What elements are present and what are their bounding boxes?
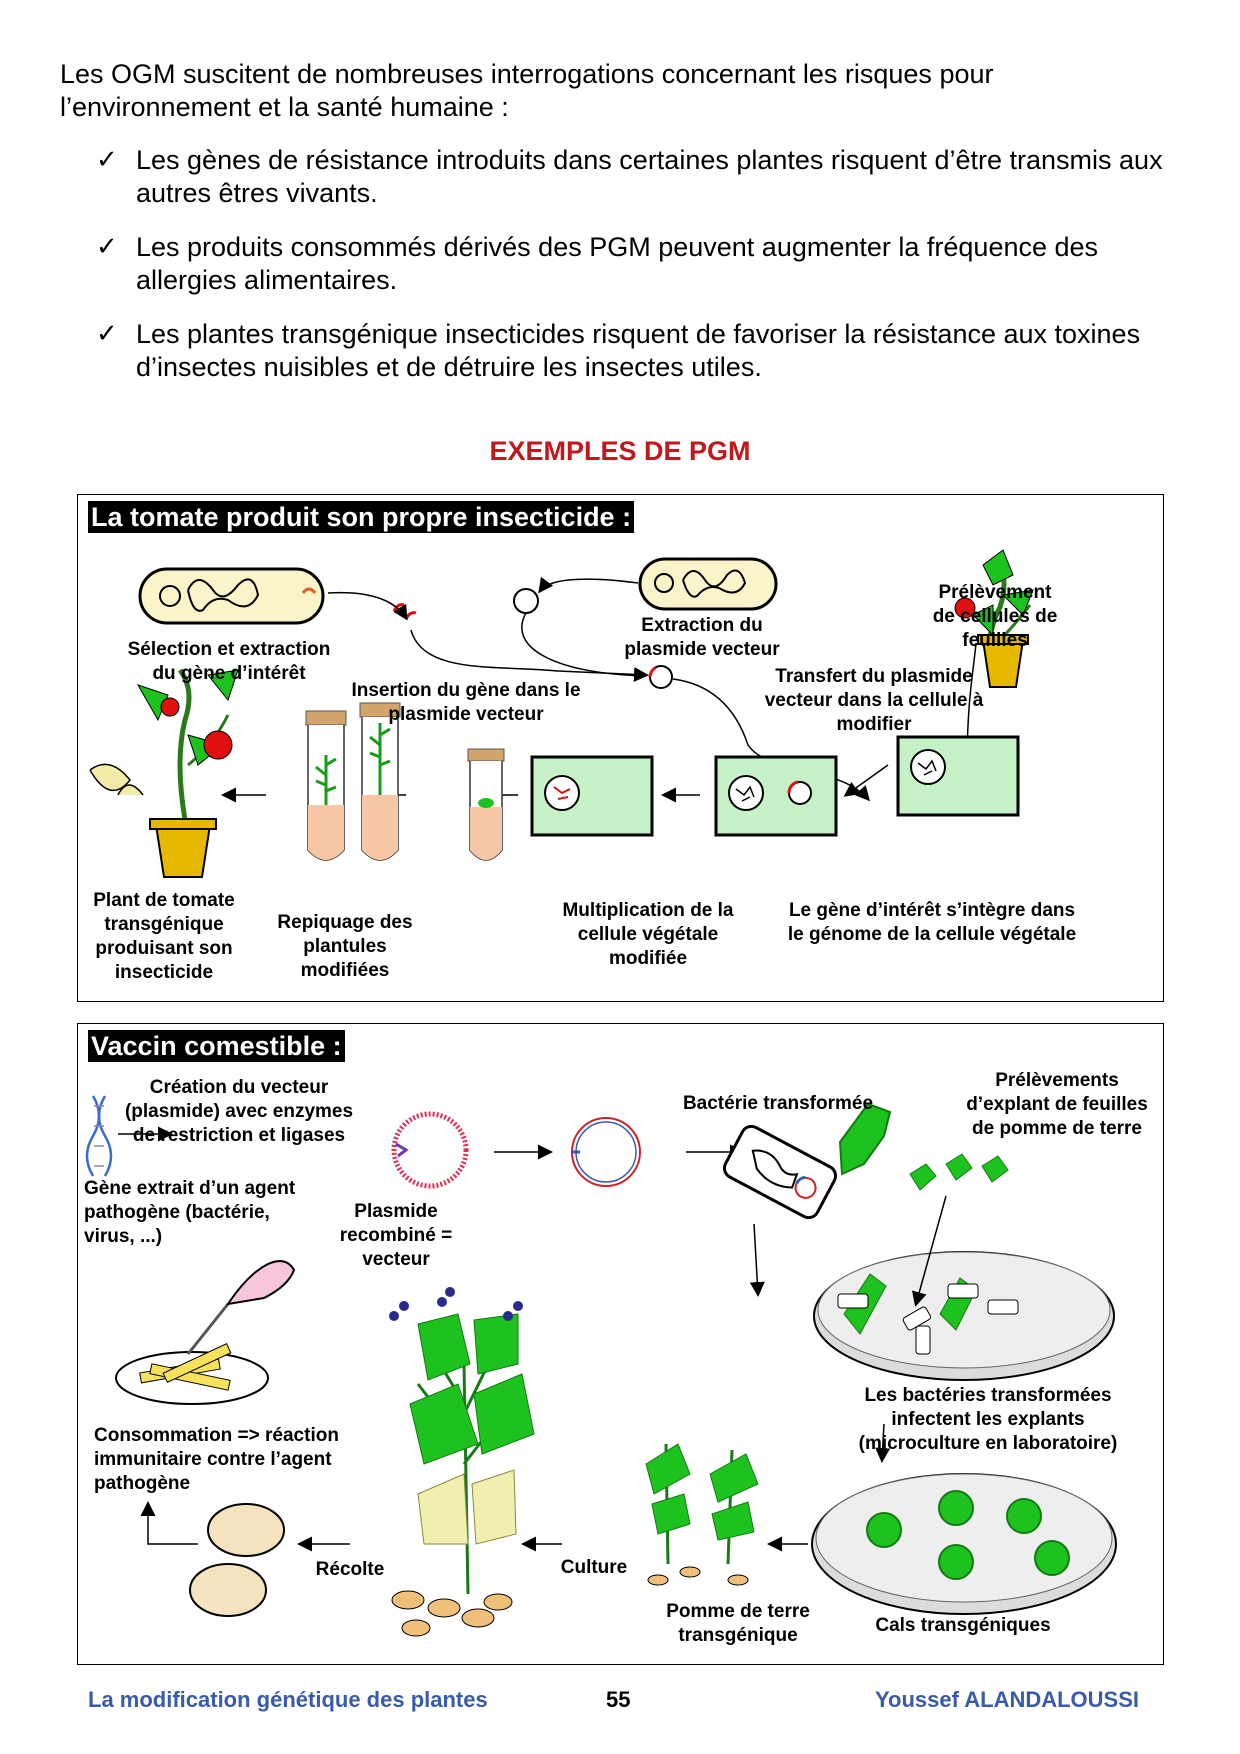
extraction-label: Extraction du plasmide vecteur [624,615,780,660]
insertion-label: Insertion du gène dans le plasmide vecte… [351,680,581,725]
page-number: 55 [606,1687,631,1712]
check-icon: ✓ [96,145,118,175]
consommation-label: Consommation => réaction immunitaire con… [94,1425,339,1494]
transfert-label: Transfert du plasmide vecteur dans la ce… [764,666,984,735]
cals-label: Cals transgéniques [875,1615,1051,1636]
repiquage-label: Repiquage des plantules modifiées [277,912,413,981]
intro-paragraph: Les OGM suscitent de nombreuses interrog… [60,59,994,122]
petri-dish-icon [811,1473,1117,1615]
footer-right: Youssef ALANDALOUSSI [875,1687,1140,1712]
check-icon: ✓ [96,232,118,262]
callus-icon [1034,1540,1070,1576]
recolte-label: Récolte [315,1559,385,1580]
explant-icon [981,1155,1009,1183]
explant-icon [909,1163,937,1191]
tomato-title: La tomate produit son propre insecticide… [88,501,635,533]
creation-label: Création du vecteur (plasmide) avec enzy… [124,1077,354,1146]
explant-icon [945,1153,973,1181]
list-item: ✓Les gènes de résistance introduits dans… [96,145,1163,208]
tomato-illustration [89,549,1034,878]
transgenic-tomato-plant-icon [89,668,239,878]
section-title: EXEMPLES DE PGM [489,436,751,466]
infectent-label: Les bactéries transformées infectent les… [858,1385,1118,1454]
plant-label: Plant de tomate transgénique produisant … [93,890,235,983]
butterfly-icon [89,763,144,796]
test-tube-icon [467,748,505,861]
potato-leaf-icon [838,1102,892,1176]
callus-icon [866,1512,902,1548]
potato-seedling-icon [645,1443,759,1586]
plate-fries-icon [115,1260,296,1405]
check-icon: ✓ [96,319,118,349]
vaccine-title: Vaccin comestible : [88,1030,345,1062]
bacterium-icon [638,557,778,611]
potato-icon [189,1563,267,1617]
pomme-label: Pomme de terre transgénique [666,1601,810,1646]
tomato-plant-icon [954,549,1034,688]
vaccine-illustration [85,1095,1117,1637]
list-item: ✓Les produits consommés dérivés des PGM … [96,232,1099,295]
dna-icon [85,1095,113,1177]
plasmid-icon [513,588,539,614]
transformed-bacterium-icon [722,1124,838,1220]
potato-icon [207,1503,285,1557]
plasmide-label: Plasmide recombiné = vecteur [339,1201,453,1270]
bacterium-icon [138,567,325,625]
culture-label: Culture [560,1557,628,1578]
test-tube-icon [305,710,347,861]
list-item: ✓Les plantes transgénique insecticides r… [96,319,1141,382]
prelevement-label: Prélèvement de cellules de feuilles [932,582,1058,651]
plant-cell-icon [896,735,1020,817]
footer-left: La modification génétique des plantes [88,1687,488,1712]
vaccine-diagram: Vaccin comestible : Création du vecteur … [77,1023,1164,1665]
callus-icon [938,1490,974,1526]
potato-plant-icon [389,1287,535,1637]
petri-dish-icon [813,1251,1115,1381]
recombinant-plasmid-icon [391,1111,469,1189]
risk-list: ✓Les gènes de résistance introduits dans… [96,144,1206,405]
prelevements-label: Prélèvements d’explant de feuilles de po… [966,1070,1148,1139]
callus-icon [1006,1498,1042,1534]
tomato-diagram: La tomate produit son propre insecticide… [77,494,1164,1002]
test-tube-icon [359,702,401,861]
plant-cell-icon [714,755,838,837]
gene-label: Gène extrait d’un agent pathogène (bacté… [84,1178,296,1247]
plant-cell-icon [530,755,654,837]
plasmid-icon [571,1117,641,1187]
callus-icon [938,1544,974,1580]
bacterie-label: Bactérie transformée [682,1093,874,1114]
multiplication-label: Multiplication de la cellule végétale mo… [562,900,734,969]
integration-label: Le gène d’intérêt s’intègre dans le géno… [787,900,1077,945]
selection-label: Sélection et extraction du gène d’intérê… [127,639,331,684]
